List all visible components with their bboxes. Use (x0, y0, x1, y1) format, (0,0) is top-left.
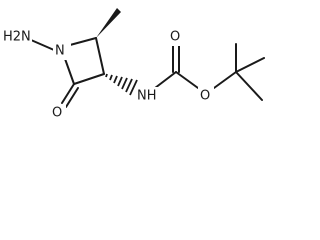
atom-ester-oxygen-label: O (200, 89, 210, 104)
atom-amine-label: H2N (3, 30, 31, 45)
bond-ester-o-tbu-c (213, 71, 237, 89)
atom-ring-oxygen-label: O (52, 106, 62, 121)
bond-ring-c4-c3 (95, 37, 105, 75)
bonds (30, 37, 265, 108)
bond-ring-carbonyl-2 (65, 87, 79, 108)
bond-amine-n (30, 39, 55, 51)
bond-tbu-methyl-bottom (235, 71, 263, 101)
bond-tbu-methyl-right (235, 57, 265, 73)
molecule-structure: H2N N O NH O O (2, 8, 265, 122)
bond-nh-carbamate-c (154, 71, 177, 89)
atom-carbamate-nh-label: NH (137, 89, 157, 104)
bond-ring-carbonyl-1 (61, 83, 75, 104)
bond-ring-c2-n (63, 55, 75, 85)
wedge-bond-methyl (96, 8, 121, 38)
atom-ring-nitrogen-label: N (55, 44, 65, 59)
atom-labels: H2N N O NH O O (2, 28, 214, 122)
bond-ring-c3-c2 (73, 73, 105, 85)
atom-carbamate-oxygen-label: O (170, 30, 180, 45)
bond-carbamate-c-ester-o (175, 71, 199, 89)
hash-bond-c3-nh (105, 73, 138, 96)
bond-ring-n-c4 (69, 37, 97, 46)
